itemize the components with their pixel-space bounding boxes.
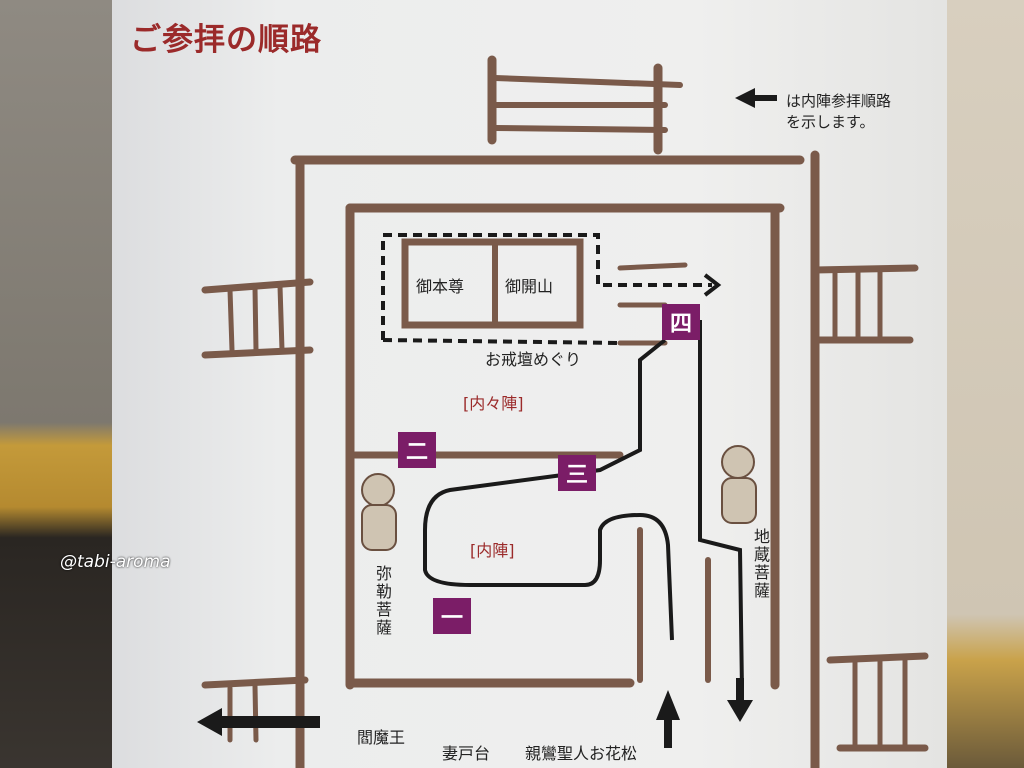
background-wall-left [0,0,125,768]
nainaijin-label: [内々陣] [463,394,524,413]
step-three-badge: 三 [558,455,596,491]
arrow-down-icon [727,700,753,722]
bodhisattva-figures [361,445,757,551]
legend-line-1: は内陣参拝順路 [786,92,892,110]
legend-arrow-icon [735,88,755,108]
miroku-label: 弥勒菩薩 [373,565,392,637]
step-one-badge: 一 [433,598,471,634]
legend-line-2: を示します。 [786,113,875,131]
route-legend: は内陣参拝順路 を示します。 [786,91,891,133]
exit-arrow-icon [197,708,222,736]
page-title: ご参拝の順路 [130,22,322,58]
kaidan-meguri-label: お戒壇めぐり [485,350,582,369]
step-two-badge: 二 [398,432,436,468]
watermark: @tabi-aroma [60,552,171,572]
shinran-label: 親鸞聖人お花松 [525,744,638,763]
background-wall-right [934,0,1024,768]
arrow-up-icon [656,690,680,720]
jizo-figure-icon [721,445,755,479]
honzon-label: 御本尊 [416,277,465,296]
step-four-badge: 四 [662,304,700,340]
tsumadodai-label: 妻戸台 [442,744,491,763]
jizo-label: 地蔵菩薩 [751,528,770,600]
temple-walls [201,55,929,768]
miroku-figure-icon [361,473,395,507]
naijin-label: [内陣] [470,541,515,560]
entrance-arrows [197,88,777,748]
route-lines [381,233,744,691]
enma-label: 閻魔王 [357,728,406,747]
gokaizan-label: 御開山 [505,277,554,296]
